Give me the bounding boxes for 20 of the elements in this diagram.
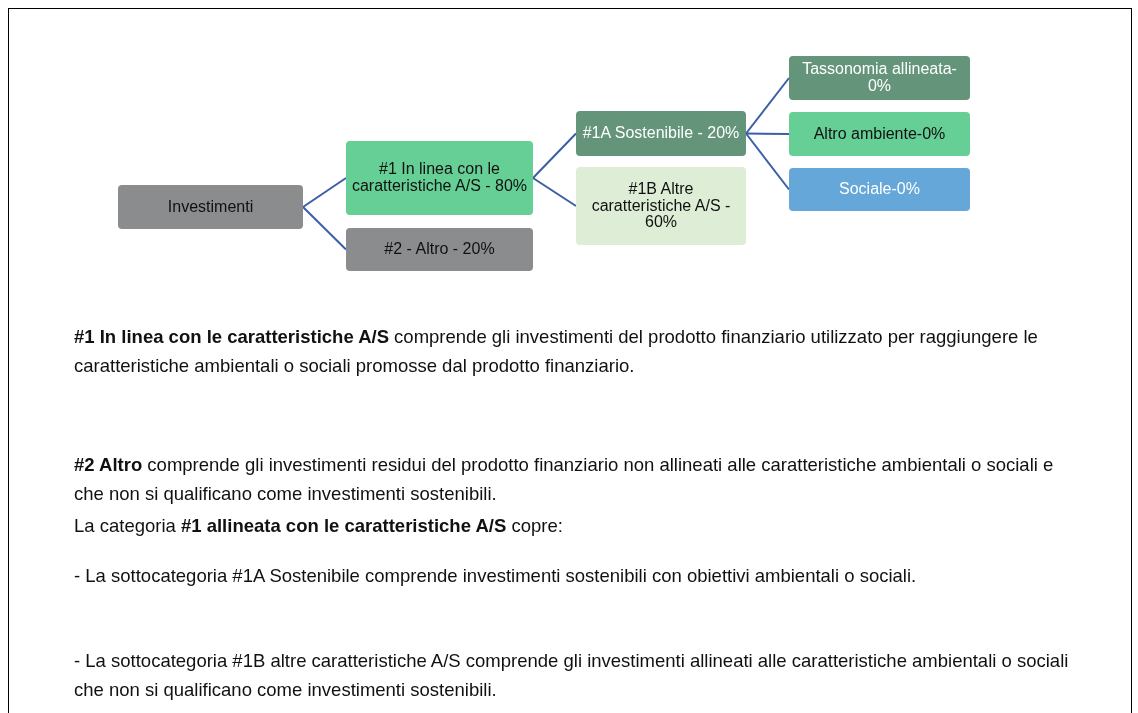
connector-line bbox=[532, 132, 577, 179]
description-paragraph: #1 In linea con le caratteristiche A/S comprende gli investimenti del prodotto finanziario utilizzato per raggiungere le caratteristiche ambientali o sociali promosse dal prodotto finanziario. bbox=[74, 325, 1039, 378]
connector-line bbox=[745, 77, 790, 135]
category-box: Altro ambiente-0% bbox=[789, 112, 970, 156]
category-box: Tassonomia allineata-0% bbox=[789, 56, 970, 100]
connector-line bbox=[745, 132, 790, 191]
connector-line bbox=[532, 177, 577, 207]
description-paragraph: - La sottocategoria #1A Sostenibile comprende investimenti sostenibili con obiettivi ambientali o sociali. bbox=[74, 564, 918, 588]
connector-line bbox=[302, 177, 347, 208]
category-box: Investimenti bbox=[118, 185, 303, 229]
connector-line bbox=[302, 206, 347, 251]
category-box: Sociale-0% bbox=[789, 168, 970, 211]
category-box: #1A Sostenibile - 20% bbox=[576, 111, 746, 156]
category-box: #1B Altre caratteristiche A/S - 60% bbox=[576, 167, 746, 245]
description-paragraph: La categoria #1 allineata con le caratteristiche A/S copre: bbox=[74, 514, 564, 538]
category-box: #1 In linea con le caratteristiche A/S - 80% bbox=[346, 141, 533, 215]
category-box: #2 - Altro - 20% bbox=[346, 228, 533, 271]
description-paragraph: #2 Altro comprende gli investimenti residui del prodotto finanziario non allineati alle caratteristiche ambientali o sociali e che non si qualificano come investimenti sostenibili. bbox=[74, 453, 1055, 506]
connector-line bbox=[745, 132, 790, 135]
description-paragraph: - La sottocategoria #1B altre caratteristiche A/S comprende gli investimenti allineati alle caratteristiche ambientali o sociali che non si qualificano come investimenti sostenibili. bbox=[74, 649, 1070, 702]
